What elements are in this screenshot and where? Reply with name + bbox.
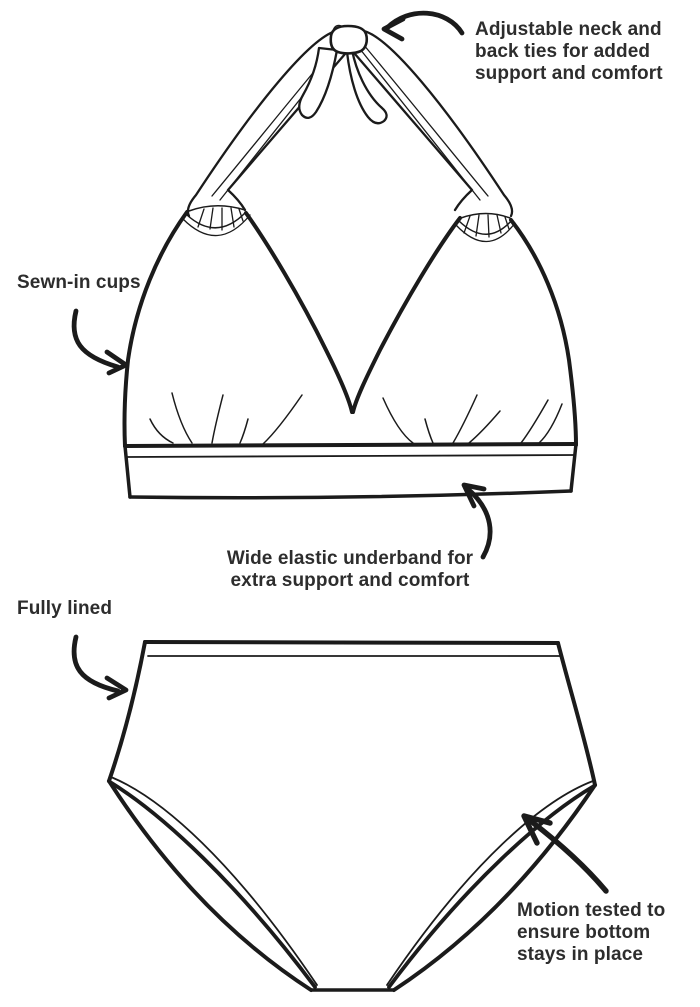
- annotation-arrows: [71, 10, 609, 894]
- right-neck-strap: [353, 29, 514, 218]
- left-cup-gather-lines: [149, 392, 303, 445]
- left-cup-gather: [182, 205, 251, 237]
- halter-knot: [329, 24, 369, 55]
- fully-lined-line1: Fully lined: [17, 598, 113, 619]
- right-cup-gather-lines: [382, 394, 563, 444]
- fully-lined-arrow: [71, 634, 129, 701]
- motion-tested-label: Motion tested to ensure bottom stays in …: [517, 900, 665, 966]
- back-panel-edges: [107, 779, 597, 992]
- fully-lined-label: Fully lined: [17, 598, 112, 620]
- right-cup: [351, 216, 578, 447]
- sewn-in-cups-line1: Sewn-in cups: [17, 272, 141, 293]
- neck-ties-line1: Adjustable neck and: [475, 19, 662, 40]
- motion-tested-line2: ensure bottom: [517, 922, 651, 943]
- neck-ties-line2: back ties for added: [475, 41, 651, 62]
- motion-tested-line3: stays in place: [517, 944, 644, 965]
- neck-ties-label: Adjustable neck and back ties for added …: [475, 19, 663, 85]
- neck-ties-arrow: [381, 10, 465, 42]
- tie-tails: [298, 46, 388, 125]
- leg-opening-left: [108, 776, 318, 989]
- bikini-bottom-drawing: [107, 640, 597, 992]
- sewn-in-cups-arrow: [71, 308, 129, 376]
- motion-tested-arrow: [521, 813, 609, 894]
- bikini-top-drawing: [122, 24, 578, 500]
- sewn-in-cups-label: Sewn-in cups: [17, 272, 141, 294]
- underband: [123, 442, 578, 500]
- underband-arrow: [461, 482, 493, 560]
- underband-label: Wide elastic underband for extra support…: [204, 548, 496, 592]
- leg-opening-right: [386, 780, 596, 989]
- waistband: [143, 640, 561, 657]
- underband-line1: Wide elastic underband for: [226, 548, 474, 569]
- neck-ties-line3: support and comfort: [475, 63, 663, 84]
- left-cup: [122, 210, 354, 448]
- motion-tested-line1: Motion tested to: [517, 900, 666, 921]
- underband-line2: extra support and comfort: [230, 570, 470, 591]
- right-cup-gather: [455, 212, 516, 243]
- side-seams: [107, 640, 597, 787]
